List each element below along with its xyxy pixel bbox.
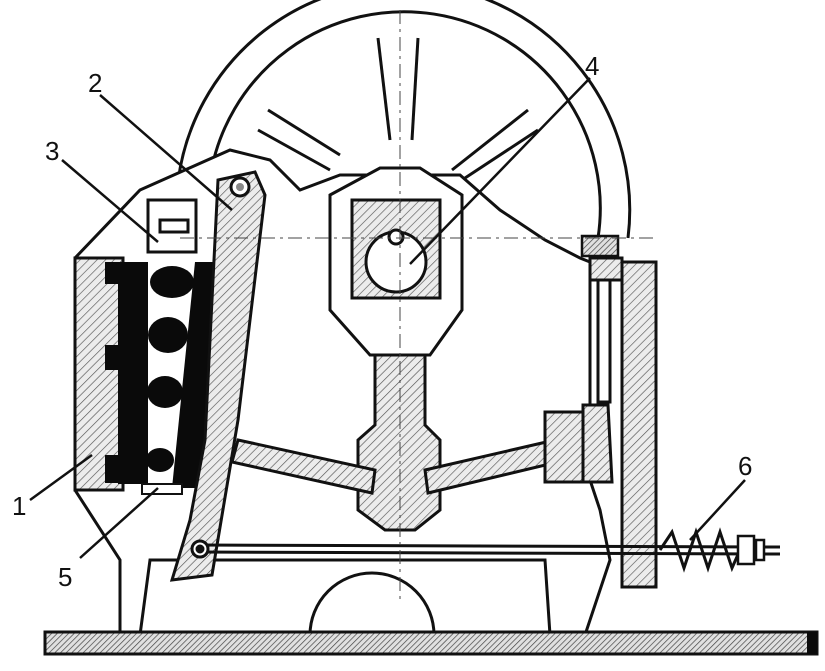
discharge-opening [141, 483, 183, 495]
tension-rod [190, 539, 781, 559]
label-1: 1 [12, 491, 26, 521]
center-lines [180, 10, 655, 600]
label-6: 6 [738, 451, 752, 481]
base-plate [43, 630, 819, 656]
connecting-rod [356, 353, 442, 532]
tension-spring [658, 527, 742, 573]
leader-lines [29, 77, 746, 559]
top-nut [580, 234, 620, 258]
label-4: 4 [585, 51, 599, 81]
label-3: 3 [45, 136, 59, 166]
label-5: 5 [58, 562, 72, 592]
label-2: 2 [88, 68, 102, 98]
swing-jaw [169, 170, 267, 582]
flywheel [176, 0, 632, 239]
ore-lumps [146, 266, 194, 472]
fixed-jaw-plate [105, 262, 148, 484]
eccentric-shaft-housing [328, 166, 464, 357]
feed-opening [146, 198, 198, 254]
spring-nut [736, 534, 766, 566]
base-plate-end [807, 632, 817, 654]
right-frame-post [620, 260, 658, 589]
